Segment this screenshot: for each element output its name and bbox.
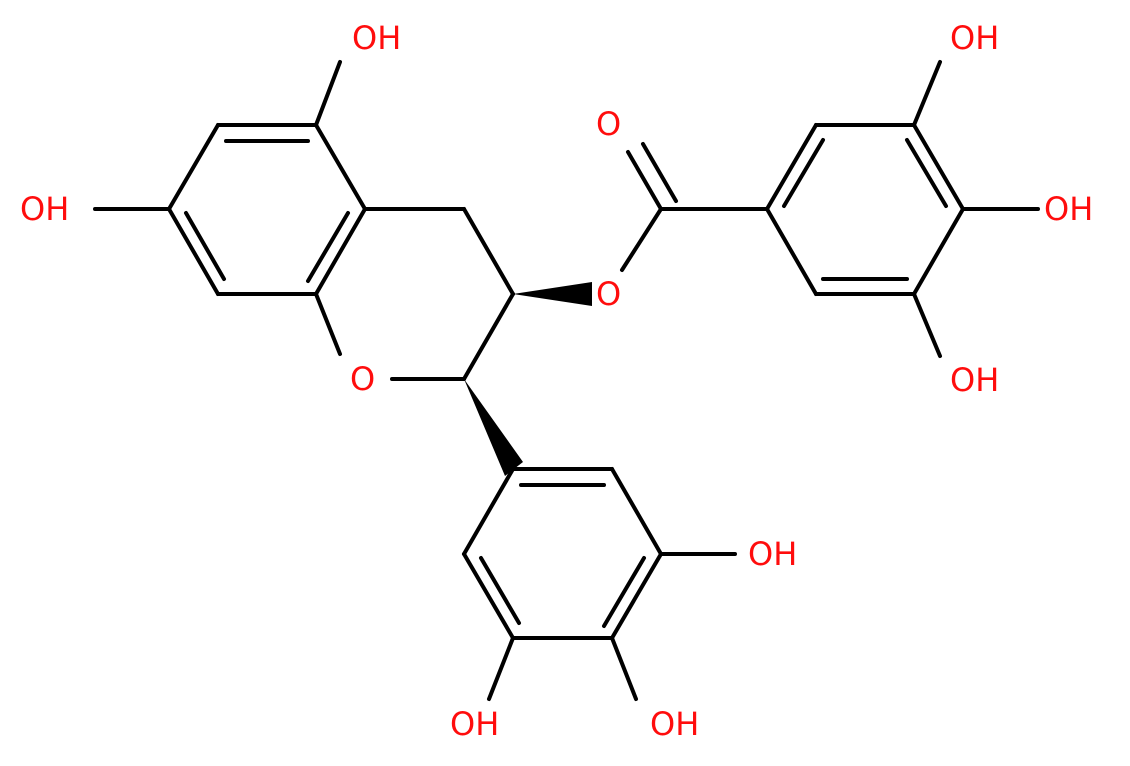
carbonyl-oxygen-label: O [596,105,621,143]
bond [905,138,948,208]
bond [765,123,818,211]
bond [462,207,515,296]
bond [167,207,220,296]
bond [306,211,350,283]
bond [314,207,367,296]
hydroxyl-label: OH [748,535,797,573]
bond [912,292,942,358]
bond [167,123,220,211]
bond [314,292,342,356]
ester-oxygen-label: O [596,275,621,313]
bond [462,292,515,381]
bond [765,207,818,296]
hydroxyl-label: OH [650,705,699,743]
ring-oxygen-label: O [350,360,375,398]
bond [610,636,638,701]
bond [610,467,663,556]
wedge-bond [513,282,592,306]
a-ring [167,123,367,296]
bond [184,211,226,281]
wedge-bond [464,379,523,476]
hydroxyl-label: OH [352,19,401,57]
bond [912,207,965,296]
bond [487,636,515,701]
galloyl-ring [765,123,965,296]
bond [620,207,663,272]
bond [626,150,663,211]
hydroxyl-label: OH [950,19,999,57]
bond [602,556,646,628]
bond [462,552,515,640]
bond [912,123,965,211]
bond [462,467,515,556]
bond [314,60,342,127]
bond [479,556,521,625]
bond [912,60,942,127]
hydroxyl-label: OH [950,361,999,399]
hydroxyl-label: OH [450,705,499,743]
hydroxyl-label: OH [20,190,69,228]
bond [610,552,663,640]
bond [314,123,367,211]
hydroxyl-label: OH [1044,190,1093,228]
bond [641,142,678,203]
b-ring [462,467,663,640]
c-ring [314,207,515,381]
bond [782,138,825,208]
